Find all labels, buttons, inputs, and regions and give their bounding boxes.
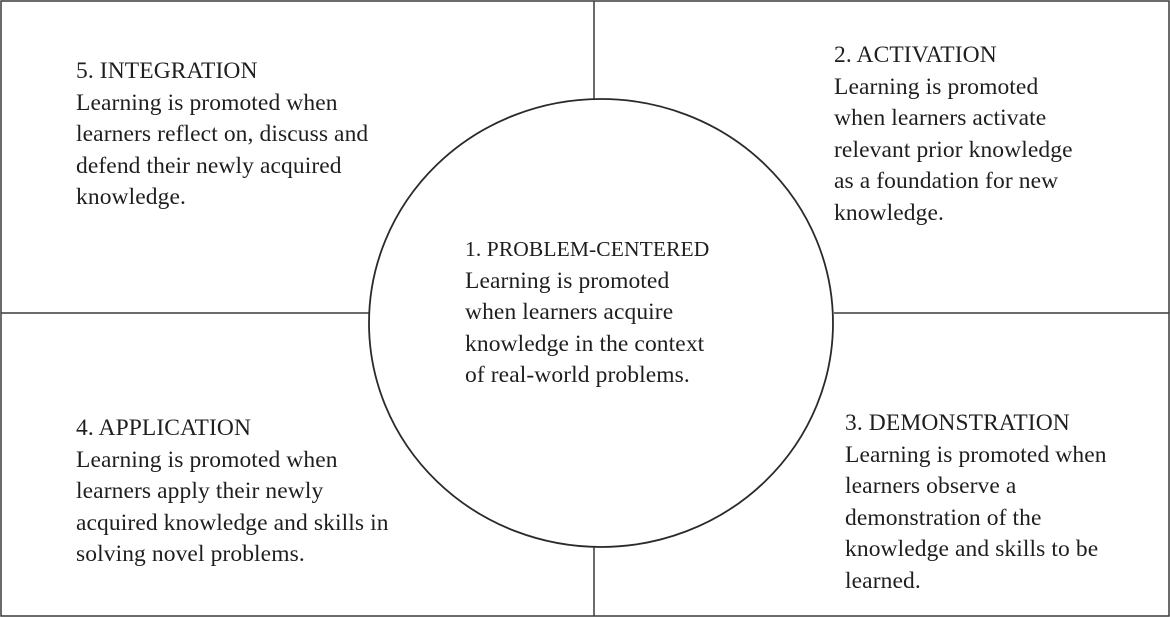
demonstration-line: knowledge and skills to be <box>845 536 1099 562</box>
activation-line: when learners activate <box>834 105 1047 131</box>
application-title: 4. APPLICATION <box>76 415 252 441</box>
problem-centered-line: when learners acquire <box>465 299 674 325</box>
application-line: solving novel problems. <box>76 541 305 567</box>
activation-line: knowledge. <box>834 199 944 226</box>
problem-centered-block: 1. PROBLEM-CENTERED Learning is promoted… <box>465 234 709 392</box>
integration-line: knowledge. <box>76 184 186 210</box>
demonstration-line: learners observe a <box>845 473 1017 499</box>
demonstration-block: 3. DEMONSTRATION Learning is promoted wh… <box>845 408 1107 597</box>
center-circle <box>368 98 834 548</box>
activation-line: relevant prior knowledge <box>834 136 1073 163</box>
integration-line: learners reflect on, discuss and <box>76 121 369 147</box>
activation-line: as a foundation for new <box>834 168 1059 194</box>
application-block: 4. APPLICATION Learning is promoted when… <box>76 413 389 571</box>
demonstration-line: Learning is promoted when <box>845 441 1107 468</box>
integration-line: defend their newly acquired <box>76 152 342 179</box>
application-line: Learning is promoted when <box>76 446 338 473</box>
application-line: learners apply their newly <box>76 478 324 504</box>
activation-title: 2. ACTIVATION <box>834 42 997 68</box>
problem-centered-line: of real-world problems. <box>465 362 690 388</box>
demonstration-title: 3. DEMONSTRATION <box>845 410 1070 436</box>
activation-block: 2. ACTIVATION Learning is promoted when … <box>834 40 1073 229</box>
application-line: acquired knowledge and skills in <box>76 509 389 536</box>
problem-centered-line: knowledge in the context <box>465 330 705 357</box>
activation-line: Learning is promoted <box>834 73 1039 100</box>
problem-centered-title: 1. PROBLEM-CENTERED <box>465 237 710 261</box>
integration-title: 5. INTEGRATION <box>76 58 258 84</box>
integration-block: 5. INTEGRATION Learning is promoted when… <box>76 56 368 214</box>
demonstration-line: demonstration of the <box>845 504 1042 531</box>
integration-line: Learning is promoted when <box>76 89 338 116</box>
demonstration-line: learned. <box>845 567 921 594</box>
problem-centered-line: Learning is promoted <box>465 267 670 294</box>
